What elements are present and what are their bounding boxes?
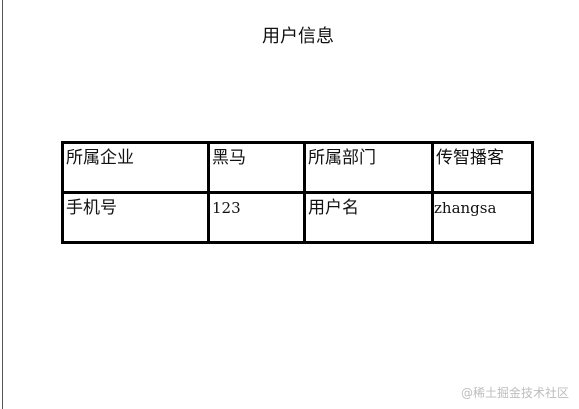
table-cell-phone-value: 123: [207, 191, 306, 244]
page-left-border: [2, 0, 3, 409]
table-cell-company-label: 所属企业: [61, 141, 210, 194]
table-cell-phone-label: 手机号: [61, 191, 210, 244]
table-row: 手机号 123 用户名 zhangsa: [61, 191, 534, 244]
page-title: 用户信息: [262, 26, 334, 47]
table-cell-username-label: 用户名: [303, 191, 434, 244]
user-info-table: 所属企业 黑马 所属部门 传智播客 手机号 123 用户名 zhangsa: [61, 141, 534, 244]
table-cell-company-value: 黑马: [207, 141, 306, 194]
table-cell-username-value: zhangsa: [431, 191, 534, 244]
table-cell-department-value: 传智播客: [431, 141, 534, 194]
watermark: @稀土掘金技术社区: [460, 386, 569, 400]
table-row: 所属企业 黑马 所属部门 传智播客: [61, 141, 534, 194]
table-cell-department-label: 所属部门: [303, 141, 434, 194]
